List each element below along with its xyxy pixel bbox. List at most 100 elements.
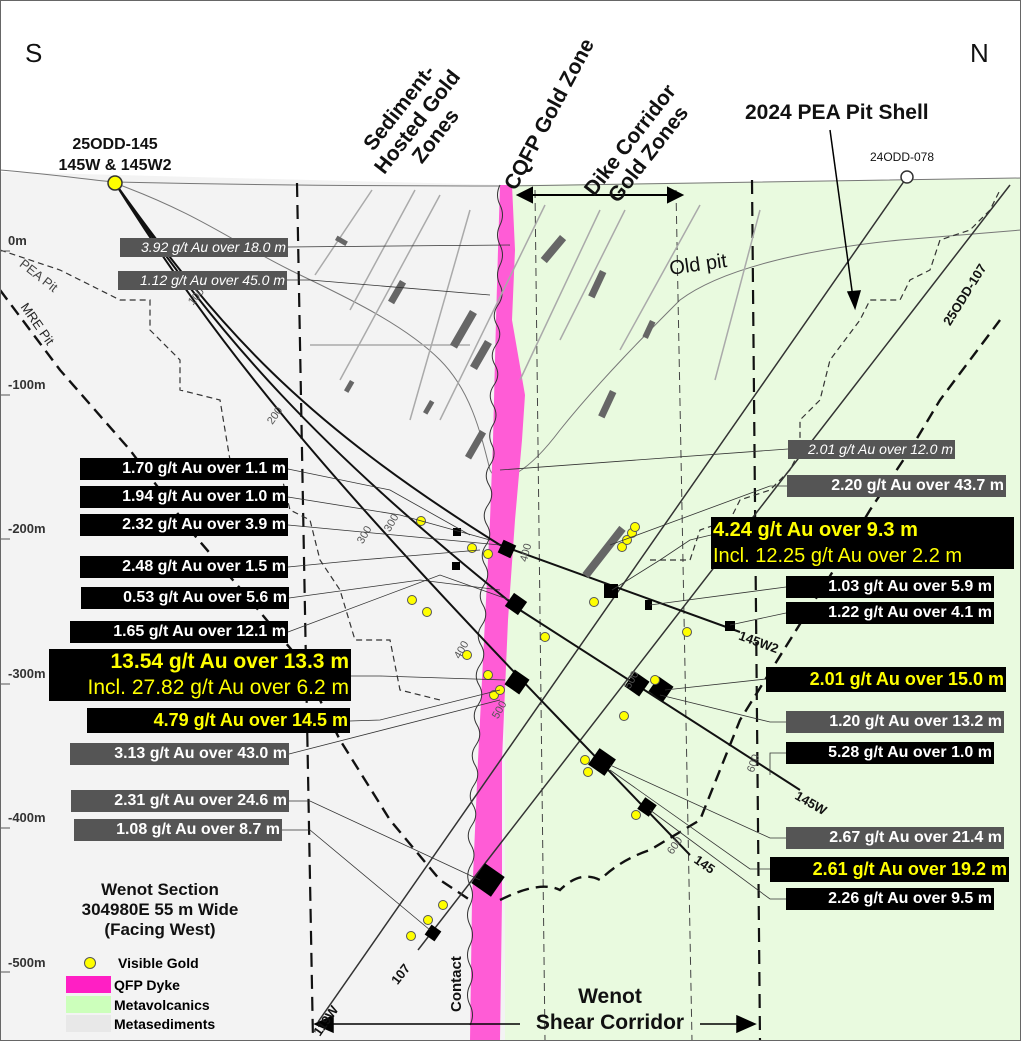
intercept-label: 2.48 g/t Au over 1.5 m: [80, 556, 288, 578]
intercept-grade: 1.94 g/t Au over 1.0 m: [122, 488, 286, 505]
elevation-minus-200m: -200m: [8, 521, 46, 536]
elevation-minus-400m: -400m: [8, 810, 46, 825]
elevation-minus-500m: -500m: [8, 955, 46, 970]
old-pit-outline: [119, 184, 1021, 479]
intercept-grade: 2.20 g/t Au over 43.7 m: [831, 477, 1004, 494]
elevation-ticks: [0, 250, 10, 973]
intercept-grade: 3.92 g/t Au over 18.0 m: [140, 239, 286, 255]
gold-dot-icon: [84, 957, 96, 969]
legend-visible-gold: Visible Gold: [66, 955, 199, 971]
intercept-grade: 2.61 g/t Au over 19.2 m: [812, 859, 1007, 879]
intercept-grade: 1.65 g/t Au over 12.1 m: [113, 623, 286, 640]
intercept-grade: 4.79 g/t Au over 14.5 m: [153, 710, 348, 730]
drill-hole-119w: [317, 176, 908, 1023]
qfp-dyke: [470, 185, 525, 1041]
intercept-grade: 2.01 g/t Au over 12.0 m: [807, 441, 953, 457]
intercept-grade: 13.54 g/t Au over 13.3 m: [110, 650, 350, 673]
intercept-grade: 1.22 g/t Au over 4.1 m: [828, 604, 992, 621]
intercept-grade: 4.24 g/t Au over 9.3 m: [713, 519, 918, 541]
intercept-label: 0.53 g/t Au over 5.6 m: [81, 587, 289, 609]
intercept-label: 1.65 g/t Au over 12.1 m: [70, 621, 288, 643]
dike-corridor-arrow: [515, 186, 685, 204]
interval-2-20-43-7: [582, 525, 626, 579]
intercept-label: 3.92 g/t Au over 18.0 m: [120, 238, 288, 257]
legend-label: Visible Gold: [118, 955, 199, 971]
intercept-label: 2.31 g/t Au over 24.6 m: [71, 790, 289, 812]
intercept-grade: 2.26 g/t Au over 9.5 m: [828, 890, 992, 907]
metavolcanics-swatch: [66, 996, 111, 1013]
intercept-grade: 0.53 g/t Au over 5.6 m: [123, 589, 287, 606]
intercept-included: Incl. 12.25 g/t Au over 2.2 m: [713, 545, 963, 567]
intercept-label: 2.61 g/t Au over 19.2 m: [770, 857, 1009, 882]
shear-corridor-boundary-north: [750, 179, 762, 1041]
south-label: S: [25, 38, 43, 68]
intercept-grade: 2.48 g/t Au over 1.5 m: [122, 558, 286, 575]
collar-078-label: 24ODD-078: [870, 150, 935, 164]
pea-shell-label: 2024 PEA Pit Shell: [745, 101, 929, 124]
intercept-label: 1.12 g/t Au over 45.0 m: [118, 271, 287, 290]
intercept-label: 2.01 g/t Au over 12.0 m: [788, 440, 955, 459]
legend-metavolcanics: Metavolcanics: [66, 996, 210, 1013]
metasediments-swatch: [66, 1015, 111, 1032]
legend-metasediments: Metasediments: [66, 1015, 215, 1032]
shear-corridor-arrow: [313, 1014, 757, 1034]
metavolcanics-area: [505, 178, 1021, 1041]
intercept-grade: 1.12 g/t Au over 45.0 m: [139, 272, 285, 288]
hole-name: 25ODD-145: [72, 136, 158, 153]
historic-drill-holes: [310, 189, 761, 421]
shear-corridor-label: Wenot Shear Corridor: [535, 985, 685, 1034]
collar-25odd-145: [107, 175, 123, 191]
elevation-0m: 0m: [8, 233, 27, 248]
north-label: N: [970, 38, 989, 68]
intercept-label: 4.79 g/t Au over 14.5 m: [87, 708, 350, 733]
intercept-label: 1.20 g/t Au over 13.2 m: [786, 711, 1004, 733]
mineralized-intervals: [424, 528, 735, 942]
intercept-label: 3.13 g/t Au over 43.0 m: [70, 743, 289, 765]
intercept-label: 2.67 g/t Au over 21.4 m: [786, 827, 1004, 849]
intercept-label: 2.01 g/t Au over 15.0 m: [766, 667, 1006, 692]
dike-corridor-boundary-north: [675, 189, 693, 1041]
intercept-grade: 5.28 g/t Au over 1.0 m: [828, 744, 992, 761]
historic-assay-intervals: [335, 235, 656, 460]
legend-label: Metasediments: [114, 1015, 216, 1032]
intercept-grade: 1.70 g/t Au over 1.1 m: [122, 460, 286, 477]
leader-lines: [282, 244, 789, 931]
intercept-label: 5.28 g/t Au over 1.0 m: [786, 742, 994, 764]
intercept-grade: 2.31 g/t Au over 24.6 m: [114, 792, 287, 809]
intercept-label: 1.22 g/t Au over 4.1 m: [786, 602, 994, 624]
hole-wedges: 145W & 145W2: [58, 157, 172, 174]
intercept-grade: 1.03 g/t Au over 5.9 m: [828, 578, 992, 595]
elevation-minus-100m: -100m: [8, 377, 46, 392]
pea-shell-pointer: [829, 129, 862, 311]
intercept-included: Incl. 27.82 g/t Au over 6.2 m: [87, 676, 350, 699]
intercept-label: 1.08 g/t Au over 8.7 m: [74, 819, 282, 841]
topography-line: [0, 169, 1021, 187]
intercept-label: 4.24 g/t Au over 9.3 m Incl. 12.25 g/t Au…: [711, 517, 1014, 569]
intercept-grade: 2.32 g/t Au over 3.9 m: [122, 516, 286, 533]
intercept-label: 13.54 g/t Au over 13.3 m Incl. 27.82 g/t …: [49, 649, 351, 701]
intercept-grade: 1.08 g/t Au over 8.7 m: [116, 821, 280, 838]
legend-qfp-dyke: QFP Dyke: [66, 976, 180, 993]
visible-gold-points: [406, 516, 692, 941]
intercept-grade: 2.01 g/t Au over 15.0 m: [809, 669, 1004, 689]
dyke-swatch: [66, 976, 111, 993]
collar-24odd-078: [900, 170, 914, 184]
shear-corridor-boundary-south: [295, 182, 315, 1041]
legend-label: QFP Dyke: [114, 976, 180, 993]
contact-line: [467, 184, 503, 1026]
intercept-label: 1.94 g/t Au over 1.0 m: [80, 486, 288, 508]
intercept-label: 1.70 g/t Au over 1.1 m: [80, 458, 288, 480]
elevation-minus-300m: -300m: [8, 666, 46, 681]
legend-label: Metavolcanics: [114, 996, 210, 1013]
intercept-label: 2.26 g/t Au over 9.5 m: [786, 888, 994, 910]
intercept-label: 2.32 g/t Au over 3.9 m: [80, 514, 288, 536]
intercept-grade: 2.67 g/t Au over 21.4 m: [829, 829, 1002, 846]
contact-label: Contact: [448, 956, 465, 1012]
intercept-grade: 1.20 g/t Au over 13.2 m: [829, 713, 1002, 730]
section-title: Wenot Section 304980E 55 m Wide (Facing …: [81, 880, 239, 939]
intercept-grade: 3.13 g/t Au over 43.0 m: [114, 745, 287, 762]
dike-corridor-boundary-south: [534, 189, 546, 1041]
intercept-label: 2.20 g/t Au over 43.7 m: [787, 475, 1006, 497]
collar-145-label: 25ODD-145 145W & 145W2: [45, 134, 185, 176]
